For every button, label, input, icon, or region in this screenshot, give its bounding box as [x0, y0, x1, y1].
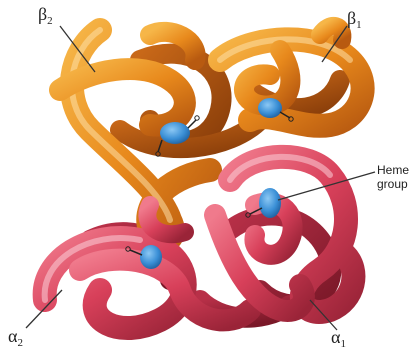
label-beta2: β2: [38, 4, 53, 25]
label-heme-line2: group: [377, 177, 409, 191]
label-alpha1: α1: [331, 327, 346, 348]
label-alpha2: α2: [8, 326, 23, 347]
label-heme-group: Heme group: [377, 163, 409, 191]
label-heme-line1: Heme: [377, 163, 409, 177]
label-beta1: β1: [347, 8, 362, 29]
